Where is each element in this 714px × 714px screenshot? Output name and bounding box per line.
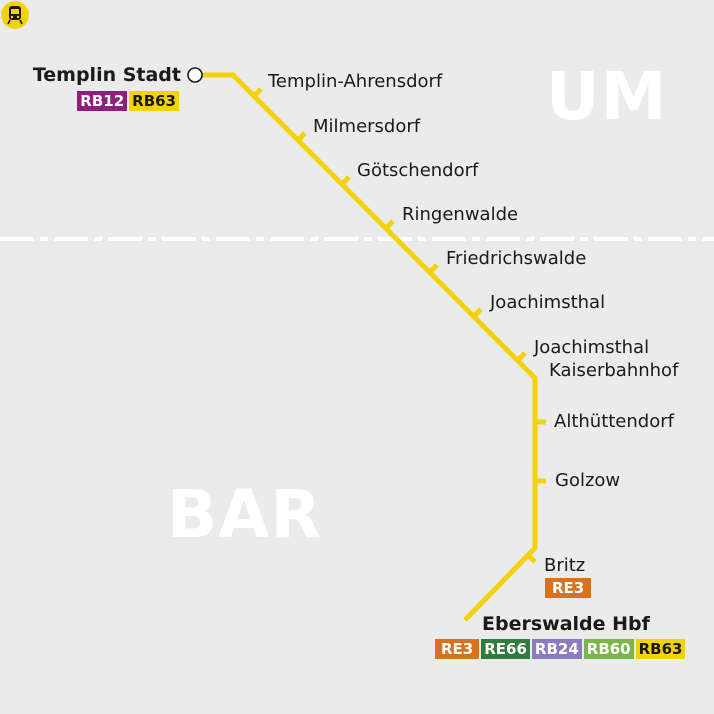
station-label-joachimsthal: Joachimsthal [490, 292, 606, 313]
line-badges-britz: RE3 [545, 578, 592, 598]
station-label-britz: Britz [544, 555, 586, 576]
station-ticks [252, 87, 546, 564]
station-tick-templin-ahrensdorf [252, 87, 263, 98]
station-label-golzow: Golzow [555, 470, 621, 491]
station-label-joachimsthal-kaiserbahnhof-line2: Kaiserbahnhof [549, 360, 679, 381]
line-badge-rb63: RB63 [635, 639, 686, 659]
station-circle-icon [187, 67, 203, 83]
station-tick-milmersdorf [296, 131, 307, 142]
line-badge-rb63: RB63 [129, 91, 179, 111]
train-icon [1, 1, 29, 29]
line-badge-rb24: RB24 [531, 639, 582, 659]
line-badges-templin-stadt: RB12 RB63 [77, 91, 179, 111]
station-label-althuettendorf: Althüttendorf [554, 411, 674, 432]
district-label-bar: BAR [167, 476, 323, 553]
line-badge-rb12: RB12 [77, 91, 128, 111]
station-label-goetschendorf: Götschendorf [357, 160, 479, 181]
station-label-eberswalde-hbf: Eberswalde Hbf [482, 613, 650, 635]
line-badge-re3: RE3 [435, 639, 480, 659]
rail-line-rb63 [196, 72, 538, 622]
station-label-templin-ahrensdorf: Templin-Ahrensdorf [268, 71, 443, 92]
station-label-joachimsthal-kaiserbahnhof-line1: Joachimsthal [534, 337, 650, 358]
station-label-milmersdorf: Milmersdorf [313, 116, 421, 137]
line-badge-re3: RE3 [545, 578, 592, 598]
station-label-templin-stadt: Templin Stadt [32, 64, 181, 86]
station-label-ringenwalde: Ringenwalde [402, 204, 519, 225]
station-tick-joachimsthal [472, 307, 483, 318]
line-badge-re66: RE66 [481, 639, 530, 659]
line-badge-rb60: RB60 [583, 639, 634, 659]
station-tick-ringenwalde [384, 219, 395, 230]
line-badges-eberswalde-hbf: RE3 RE66 RB24 RB60 RB63 [435, 639, 686, 659]
station-label-friedrichswalde: Friedrichswalde [446, 248, 587, 269]
station-tick-joachimsthal-kaiserbahnhof [516, 351, 527, 362]
station-tick-goetschendorf [340, 175, 351, 186]
district-label-um: UM [546, 58, 668, 135]
station-tick-friedrichswalde [428, 263, 439, 274]
station-tick-britz [526, 553, 537, 564]
